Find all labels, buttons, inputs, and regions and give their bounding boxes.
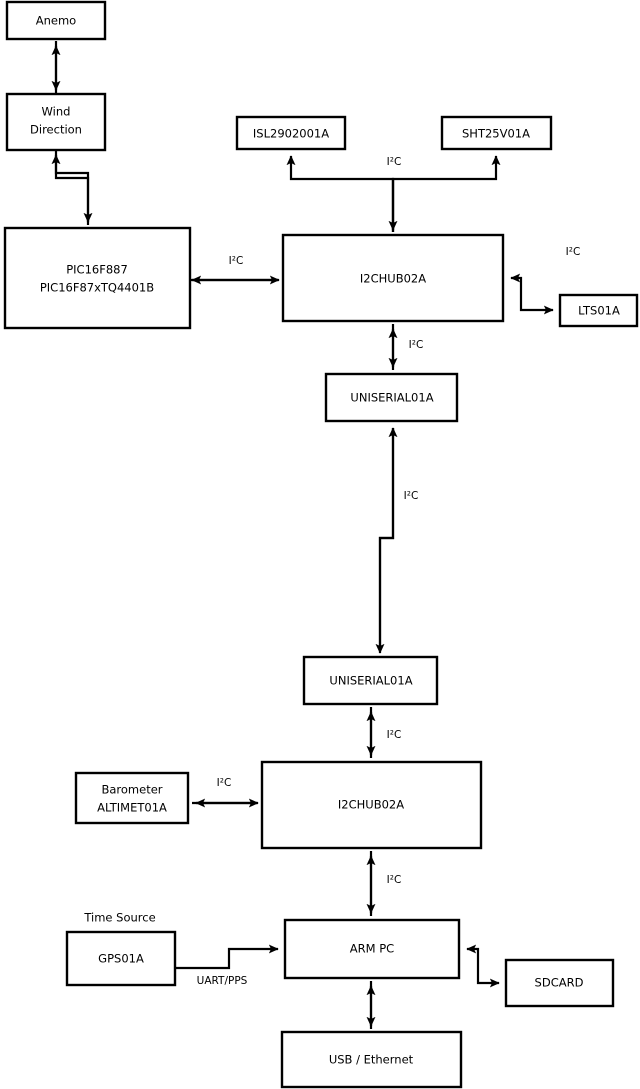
arrow-pic-to-wind [51,154,90,225]
node-lts[interactable]: LTS01A [558,293,639,328]
edge-barometer-hub: I²C [192,777,259,808]
node-uniserial-bottom-label: UNISERIAL01A [329,674,412,688]
node-usb-ethernet-label: USB / Ethernet [329,1053,414,1067]
node-barometer-label-line2: ALTIMET01A [97,801,167,815]
node-sdcard[interactable]: SDCARD [504,958,615,1008]
node-hub-top-box[interactable] [281,233,505,323]
node-sdcard-label: SDCARD [535,976,584,990]
node-gps-box[interactable] [65,930,177,987]
node-isl[interactable]: ISL2902001A [235,115,347,151]
node-hub-bottom-label: I2CHUB02A [338,798,404,812]
node-uniserial-bottom-box[interactable] [302,655,439,706]
node-sht-label: SHT25V01A [462,127,530,141]
node-barometer-box[interactable] [74,771,190,825]
arrow-wind-to-pic [54,150,93,223]
nodes-layer: Anemo Wind Direction PIC16F887 PIC16F87x… [3,0,639,1089]
edge-arm-sdcard [466,944,500,988]
arrow-hub-to-isl [286,155,395,232]
node-lts-box[interactable] [558,293,639,328]
node-anemo-label: Anemo [36,14,76,28]
node-isl-box[interactable] [235,115,347,151]
edge-pic-wind [51,150,93,225]
node-pic-label-line2: PIC16F87xTQ4401B [40,281,154,295]
node-uniserial-bottom[interactable]: UNISERIAL01A [302,655,439,706]
edge-label-uniserial-link: I²C [404,490,419,502]
node-isl-label: ISL2902001A [253,127,329,141]
node-wind-direction-label-line2: Direction [30,123,82,137]
edge-uniserial-link: I²C [375,427,419,654]
node-usb-ethernet[interactable]: USB / Ethernet [280,1030,463,1089]
node-anemo[interactable]: Anemo [5,0,107,41]
edge-hub-uniserial-top: I²C [388,324,424,370]
node-uniserial-top-label: UNISERIAL01A [350,391,433,405]
node-sdcard-box[interactable] [504,958,615,1008]
node-pic-label-line1: PIC16F887 [66,263,128,277]
edge-label-hub-arm: I²C [387,874,402,886]
node-sht[interactable]: SHT25V01A [440,115,553,151]
node-anemo-box[interactable] [5,0,107,41]
arrow-uniserial-top-to-bottom [375,428,395,654]
node-hub-top[interactable]: I2CHUB02A [281,233,505,323]
node-arm-pc[interactable]: ARM PC [283,918,461,980]
node-barometer-label-line1: Barometer [101,783,162,797]
node-lts-label: LTS01A [578,304,620,318]
node-wind-direction[interactable]: Wind Direction [5,92,107,152]
node-hub-top-label: I2CHUB02A [360,272,426,286]
edge-label-hub-lts: I²C [566,246,581,258]
node-wind-direction-box[interactable] [5,92,107,152]
arrow-arm-to-sdcard [476,967,500,988]
node-gps-label: GPS01A [98,952,144,966]
arrow-lts-to-hub [510,273,523,294]
edge-label-barometer-hub: I²C [217,777,232,789]
node-uniserial-top-box[interactable] [324,372,459,423]
edge-label-hub-uniserial: I²C [409,339,424,351]
node-wind-direction-label-line1: Wind [42,105,71,119]
edge-label-gps-arm: UART/PPS [197,975,248,987]
edge-pic-hub-top: I²C [188,255,280,285]
node-hub-bottom-box[interactable] [260,760,483,850]
edge-hub-sensors: I²C [286,155,501,232]
node-hub-bottom[interactable]: I2CHUB02A [260,760,483,850]
edges-layer: I²C I²C I²C I²C I²C [51,41,581,1029]
arrow-sdcard-to-arm [466,944,480,967]
node-sht-box[interactable] [440,115,553,151]
edge-gps-arm: UART/PPS [175,944,279,987]
edge-hub-lts: I²C [510,246,581,315]
edge-label-pic-hub: I²C [229,255,244,267]
label-time-source: Time Source [83,911,155,925]
node-arm-pc-label: ARM PC [350,942,394,956]
edge-hub-arm: I²C [366,851,402,916]
arrow-hub-to-lts [519,294,554,315]
edge-label-uniserial-hub-bottom: I²C [387,729,402,741]
arrow-hub-to-sht [391,155,501,232]
edge-uniserial-hub-bottom: I²C [366,707,402,758]
edge-label-sensors-hub: I²C [387,156,402,168]
node-arm-pc-box[interactable] [283,918,461,980]
node-gps[interactable]: GPS01A [65,930,177,987]
arrow-gps-to-arm [175,944,279,970]
node-uniserial-top[interactable]: UNISERIAL01A [324,372,459,423]
node-usb-ethernet-box[interactable] [280,1030,463,1089]
node-pic[interactable]: PIC16F887 PIC16F87xTQ4401B [3,226,192,330]
node-pic-box[interactable] [3,226,192,330]
node-barometer[interactable]: Barometer ALTIMET01A [74,771,190,825]
